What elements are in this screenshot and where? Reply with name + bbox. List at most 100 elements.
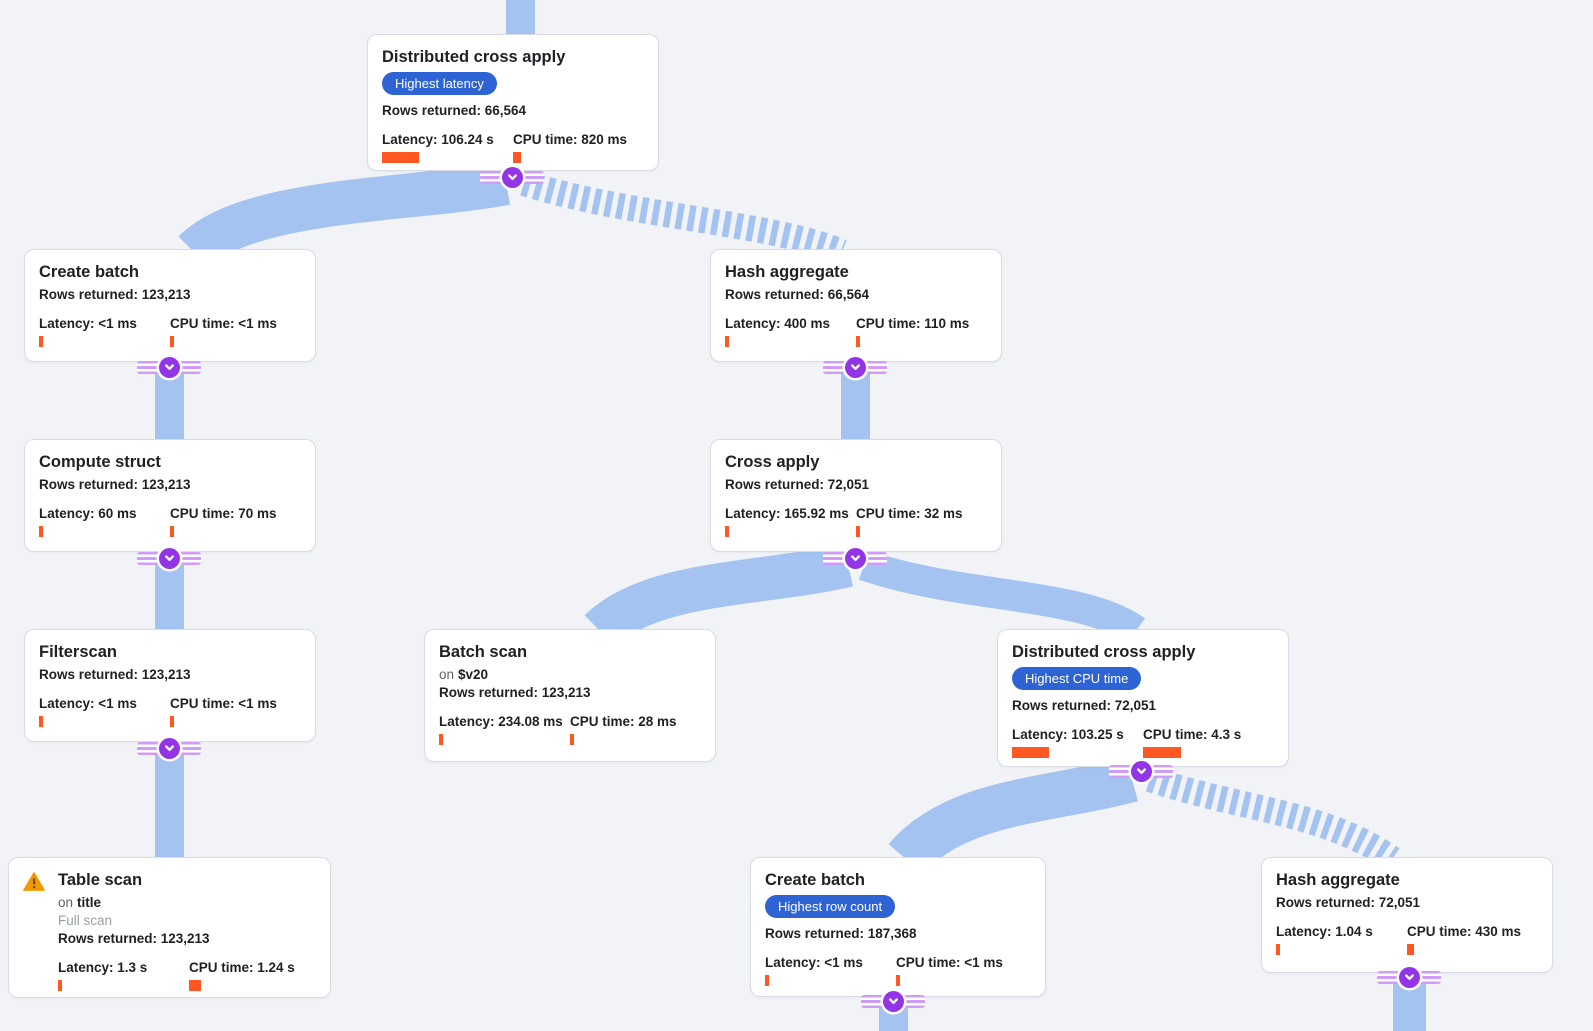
cpu-time-bar [1407, 944, 1414, 955]
plan-node-hash-aggregate-2[interactable]: Hash aggregate Rows returned: 72,051 Lat… [1261, 857, 1553, 973]
latency-metric: Latency: 1.3 s [58, 960, 189, 991]
cpu-time-label: CPU time: 110 ms [856, 316, 970, 331]
cpu-metric: CPU time: 820 ms [513, 132, 644, 163]
metrics-row: Latency: 234.08 ms CPU time: 28 ms [439, 714, 701, 745]
cpu-time-bar [513, 152, 521, 163]
latency-bar [725, 526, 729, 537]
node-title: Cross apply [725, 453, 820, 471]
cpu-time-label: CPU time: <1 ms [896, 955, 1003, 970]
plan-node-cross-apply[interactable]: Cross apply Rows returned: 72,051 Latenc… [710, 439, 1002, 552]
metrics-row: Latency: 400 ms CPU time: 110 ms [725, 316, 987, 347]
cpu-metric: CPU time: 70 ms [170, 506, 301, 537]
rows-returned-label: Rows returned: 72,051 [1012, 698, 1157, 713]
metrics-row: Latency: 103.25 s CPU time: 4.3 s [1012, 727, 1274, 758]
latency-metric: Latency: 106.24 s [382, 132, 513, 163]
latency-label: Latency: 1.04 s [1276, 924, 1373, 939]
latency-bar [1276, 944, 1280, 955]
plan-node-compute-struct[interactable]: Compute struct Rows returned: 123,213 La… [24, 439, 316, 552]
latency-label: Latency: 60 ms [39, 506, 137, 521]
edge-dca1-to-hash-aggregate-remote [520, 170, 847, 265]
collapse-toggle-filterscan[interactable] [137, 737, 201, 759]
highlight-badge: Highest latency [382, 72, 497, 95]
latency-metric: Latency: 400 ms [725, 316, 856, 347]
on-value: title [77, 895, 102, 910]
plan-node-filterscan[interactable]: Filterscan Rows returned: 123,213 Latenc… [24, 629, 316, 742]
latency-metric: Latency: 60 ms [39, 506, 170, 537]
on-prefix: on [58, 895, 74, 910]
rows-returned-label: Rows returned: 123,213 [39, 477, 191, 492]
latency-bar [439, 734, 443, 745]
node-title: Table scan [58, 871, 143, 889]
collapse-toggle-dca1[interactable] [480, 166, 544, 188]
rows-returned-label: Rows returned: 66,564 [382, 103, 527, 118]
collapse-toggle-cross-apply[interactable] [823, 547, 887, 569]
cpu-time-label: CPU time: 70 ms [170, 506, 277, 521]
node-title: Distributed cross apply [382, 48, 566, 66]
latency-bar [765, 975, 769, 986]
plan-node-distributed-cross-apply-1[interactable]: Distributed cross apply Highest latency … [367, 34, 659, 171]
node-title: Distributed cross apply [1012, 643, 1196, 661]
cpu-metric: CPU time: 32 ms [856, 506, 987, 537]
latency-bar [39, 336, 43, 347]
edge-dca2-to-create-batch-2 [888, 756, 1138, 875]
latency-bar [1012, 747, 1049, 758]
chevron-down-icon [1398, 966, 1420, 988]
cpu-metric: CPU time: <1 ms [896, 955, 1031, 986]
latency-metric: Latency: 234.08 ms [439, 714, 570, 745]
edge-cross-apply-to-batch-scan [584, 543, 854, 648]
collapse-toggle-compute-struct[interactable] [137, 547, 201, 569]
latency-bar [382, 152, 419, 163]
cpu-metric: CPU time: <1 ms [170, 316, 301, 347]
collapse-toggle-dca2[interactable] [1109, 760, 1173, 782]
collapse-toggle-hash-aggregate-2[interactable] [1377, 966, 1441, 988]
node-title: Hash aggregate [1276, 871, 1400, 889]
metrics-row: Latency: 1.3 s CPU time: 1.24 s [58, 960, 295, 991]
rows-returned-label: Rows returned: 123,213 [39, 287, 191, 302]
scan-target: on$v20 [439, 667, 701, 682]
metrics-row: Latency: 165.92 ms CPU time: 32 ms [725, 506, 987, 537]
collapse-toggle-hash-aggregate-1[interactable] [823, 356, 887, 378]
cpu-time-label: CPU time: <1 ms [170, 316, 277, 331]
cpu-time-label: CPU time: 430 ms [1407, 924, 1522, 939]
highlight-badge: Highest row count [765, 895, 896, 918]
node-title: Filterscan [39, 643, 117, 661]
chevron-down-icon [158, 547, 180, 569]
collapse-toggle-create-batch-2[interactable] [861, 990, 925, 1012]
latency-bar [58, 980, 62, 991]
collapse-toggle-create-batch-1[interactable] [137, 356, 201, 378]
cpu-time-bar [570, 734, 574, 745]
metrics-row: Latency: <1 ms CPU time: <1 ms [39, 316, 301, 347]
scan-type-note: Full scan [58, 913, 113, 928]
plan-node-create-batch-2[interactable]: Create batch Highest row count Rows retu… [750, 857, 1046, 997]
cpu-time-bar [189, 980, 201, 991]
latency-label: Latency: <1 ms [39, 316, 137, 331]
node-title: Create batch [765, 871, 865, 889]
cpu-time-label: CPU time: 32 ms [856, 506, 963, 521]
plan-node-create-batch-1[interactable]: Create batch Rows returned: 123,213 Late… [24, 249, 316, 362]
cpu-metric: CPU time: 110 ms [856, 316, 987, 347]
latency-metric: Latency: <1 ms [39, 696, 170, 727]
metrics-row: Latency: 1.04 s CPU time: 430 ms [1276, 924, 1538, 955]
cpu-time-bar [170, 716, 174, 727]
warning-icon [23, 872, 45, 891]
rows-returned-label: Rows returned: 72,051 [1276, 895, 1421, 910]
latency-label: Latency: 165.92 ms [725, 506, 849, 521]
edge-dca2-to-hash-aggregate-2-remote [1145, 766, 1400, 870]
latency-label: Latency: 106.24 s [382, 132, 494, 147]
latency-metric: Latency: 103.25 s [1012, 727, 1143, 758]
cpu-time-label: CPU time: 4.3 s [1143, 727, 1242, 742]
latency-metric: Latency: 1.04 s [1276, 924, 1407, 955]
node-title: Hash aggregate [725, 263, 849, 281]
chevron-down-icon [158, 737, 180, 759]
plan-node-batch-scan[interactable]: Batch scan on$v20 Rows returned: 123,213… [424, 629, 716, 762]
chevron-down-icon [844, 547, 866, 569]
metrics-row: Latency: 60 ms CPU time: 70 ms [39, 506, 301, 537]
plan-node-distributed-cross-apply-2[interactable]: Distributed cross apply Highest CPU time… [997, 629, 1289, 767]
latency-metric: Latency: 165.92 ms [725, 506, 856, 537]
cpu-metric: CPU time: 430 ms [1407, 924, 1538, 955]
plan-node-hash-aggregate-1[interactable]: Hash aggregate Rows returned: 66,564 Lat… [710, 249, 1002, 362]
